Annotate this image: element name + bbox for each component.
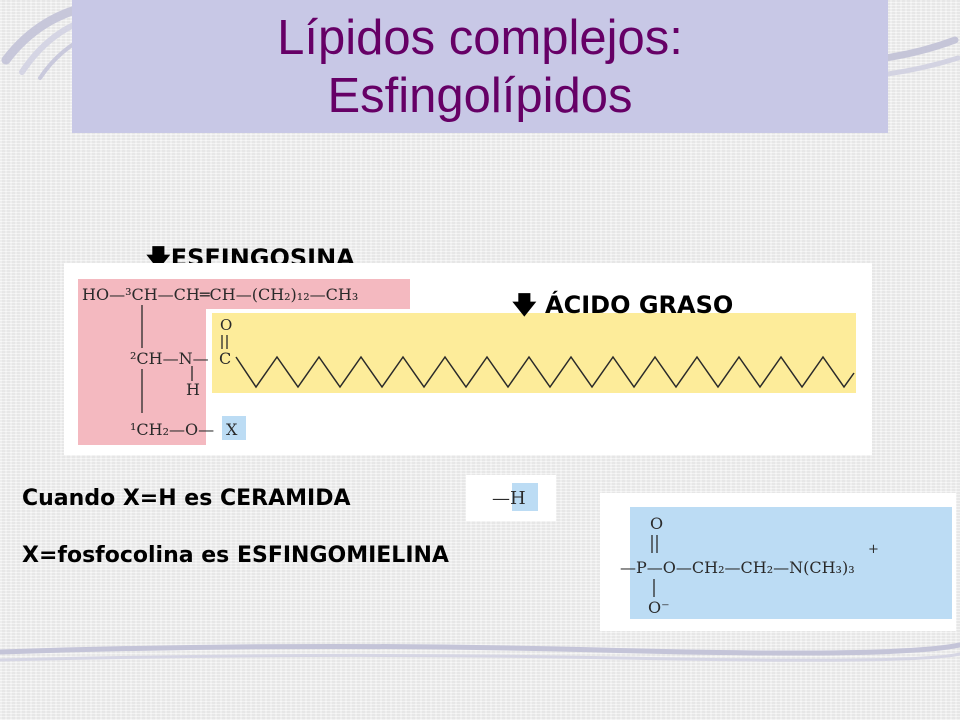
down-arrow-icon: 🡇: [512, 291, 537, 319]
ammonium-charge: +: [868, 542, 879, 557]
fatty-acid-label: 🡇 ÁCIDO GRASO: [512, 288, 733, 329]
title-line-1: Lípidos complejos:: [277, 10, 683, 65]
sphingomyelin-statement: X=fosfocolina es ESFINGOMIELINA: [22, 543, 449, 568]
phosphocholine-group: O —P—O—CH₂—CH₂—N(CH₃)₃ + O⁻: [620, 507, 952, 619]
amide-row: ²CH—N—: [130, 349, 209, 368]
amide-hydrogen: H: [186, 380, 200, 399]
sphingolipid-structure: HO—³CH—CH═CH—(CH₂)₁₂—CH₃ O ²CH—N— C H ¹C…: [78, 279, 856, 445]
fatty-acid-chain: [235, 355, 855, 389]
hydrogen-group-text: —H: [492, 488, 526, 509]
phosphocholine-box: O —P—O—CH₂—CH₂—N(CH₃)₃ + O⁻: [600, 493, 956, 631]
phosphate-bottom-oxygen: O⁻: [648, 598, 670, 617]
x-group: X: [226, 420, 238, 439]
carbonyl-carbon: C: [219, 349, 231, 368]
fatty-acid-highlight: [212, 313, 856, 393]
title-box: Lípidos complejos: Esfingolípidos: [72, 0, 888, 133]
phosphate-top-oxygen: O: [650, 514, 663, 533]
hydrogen-group: —H: [492, 483, 538, 511]
structure-panel: HO—³CH—CH═CH—(CH₂)₁₂—CH₃ O ²CH—N— C H ¹C…: [64, 263, 872, 455]
ceramide-statement: Cuando X=H es CERAMIDA: [22, 486, 351, 511]
carbonyl-oxygen: O: [220, 316, 232, 334]
x-highlight: [222, 416, 246, 440]
sphingosine-top-chain: HO—³CH—CH═CH—(CH₂)₁₂—CH₃: [82, 285, 358, 304]
title-line-2: Esfingolípidos: [327, 68, 633, 123]
phosphocholine-chain: —P—O—CH₂—CH₂—N(CH₃)₃: [620, 558, 855, 577]
bottom-row: ¹CH₂—O—: [130, 420, 214, 439]
fatty-acid-label-text: ÁCIDO GRASO: [545, 291, 734, 319]
hydrogen-group-box: —H: [466, 475, 556, 521]
